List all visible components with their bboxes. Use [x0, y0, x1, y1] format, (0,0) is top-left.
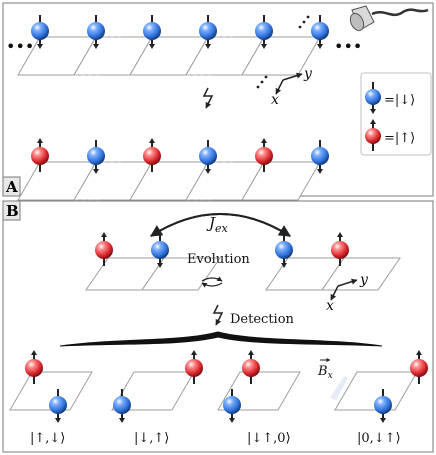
lattice-cell — [241, 161, 321, 201]
outcome-panel — [217, 350, 301, 423]
spin-down-atom — [87, 15, 105, 49]
spin-down-atom — [199, 15, 217, 49]
panel-b-frame — [2, 200, 434, 453]
field-label: Bx — [317, 358, 333, 381]
double-well-left — [85, 232, 221, 291]
speaker-icon — [349, 5, 429, 32]
state-label-4: |0,↓↑⟩ — [357, 431, 401, 446]
legend-down-label: =|↓⟩ — [384, 93, 415, 108]
state-label-2: |↓,↑⟩ — [134, 431, 169, 446]
panel-b-label-box — [2, 200, 21, 221]
state-label-1: |↑,↓⟩ — [30, 431, 65, 446]
detection-arrow-icon — [212, 304, 224, 326]
spin-up-atom — [410, 350, 428, 384]
spin-up-atom — [95, 232, 113, 266]
spin-up-atom — [31, 138, 49, 172]
evolution-label: Evolution — [187, 252, 250, 267]
legend-spin-down-icon — [365, 82, 381, 114]
lattice-row-bottom — [17, 138, 329, 201]
spin-up-atom — [242, 350, 260, 384]
field-label-text: Bx — [317, 364, 333, 381]
ellipsis-right-icon: ••• — [334, 37, 362, 56]
panel-a-label-box — [2, 176, 21, 197]
spin-up-atom — [185, 350, 203, 384]
well-cell-right — [321, 257, 401, 291]
ellipsis-diag-bottom-icon — [256, 75, 268, 89]
spin-down-atom — [275, 234, 293, 268]
outcome-panel — [9, 350, 93, 423]
axis-y-label-b: y — [359, 272, 369, 288]
spin-down-atom — [255, 15, 273, 49]
axes-a: y x — [271, 66, 313, 108]
ellipsis-diag-top-icon — [298, 15, 310, 29]
spin-down-atom — [49, 389, 67, 423]
spin-down-atom — [374, 389, 392, 423]
spin-down-atom — [31, 15, 49, 49]
detection-label: Detection — [230, 312, 295, 327]
spin-up-atom — [255, 138, 273, 172]
outcome-panel — [334, 350, 428, 423]
evolution-arrows-icon — [201, 276, 223, 288]
outcome-cell — [334, 371, 418, 411]
axis-y-label-a: y — [303, 66, 313, 82]
ellipsis-left-icon: ••• — [6, 37, 34, 56]
exchange-label: Jex — [206, 214, 229, 235]
outcome-cell — [9, 371, 93, 411]
detection-brace — [59, 331, 383, 347]
panel-a: A ••• ••• y x — [2, 2, 434, 201]
exchange-arc — [149, 213, 292, 237]
field-beam — [330, 376, 348, 400]
spin-down-atom — [199, 140, 217, 174]
outcome-row — [9, 350, 428, 423]
spin-down-atom — [311, 140, 329, 174]
spin-down-atom — [87, 140, 105, 174]
spin-up-atom — [143, 138, 161, 172]
spin-down-atom — [311, 15, 329, 49]
state-label-3: |↓↑,0⟩ — [247, 431, 291, 446]
spin-down-atom — [113, 389, 131, 423]
transition-arrow-a-icon — [202, 87, 214, 109]
legend-spin-down-ball — [365, 82, 381, 114]
spin-up-atom — [331, 232, 349, 266]
legend-up-label: =|↑⟩ — [384, 131, 415, 146]
spin-up-atom — [25, 350, 43, 384]
panel-b-label: B — [6, 202, 19, 220]
panel-b: B Jex Evolution y x Detection — [2, 200, 434, 453]
spin-down-atom — [143, 15, 161, 49]
double-well-right — [265, 232, 401, 291]
axis-x-label-a: x — [271, 92, 279, 108]
lattice-row-top — [17, 15, 329, 76]
axes-b: y x — [326, 272, 369, 314]
axis-x-label-b: x — [326, 298, 334, 314]
outcome-panel — [111, 350, 203, 423]
legend-spin-up-icon — [365, 119, 381, 151]
spin-down-atom — [151, 234, 169, 268]
spin-down-atom — [223, 389, 241, 423]
panel-a-label: A — [5, 178, 18, 196]
spin-legend: =|↓⟩ =|↑⟩ — [360, 72, 432, 156]
legend-spin-up-ball — [365, 119, 381, 151]
well-cell-right — [141, 257, 221, 291]
